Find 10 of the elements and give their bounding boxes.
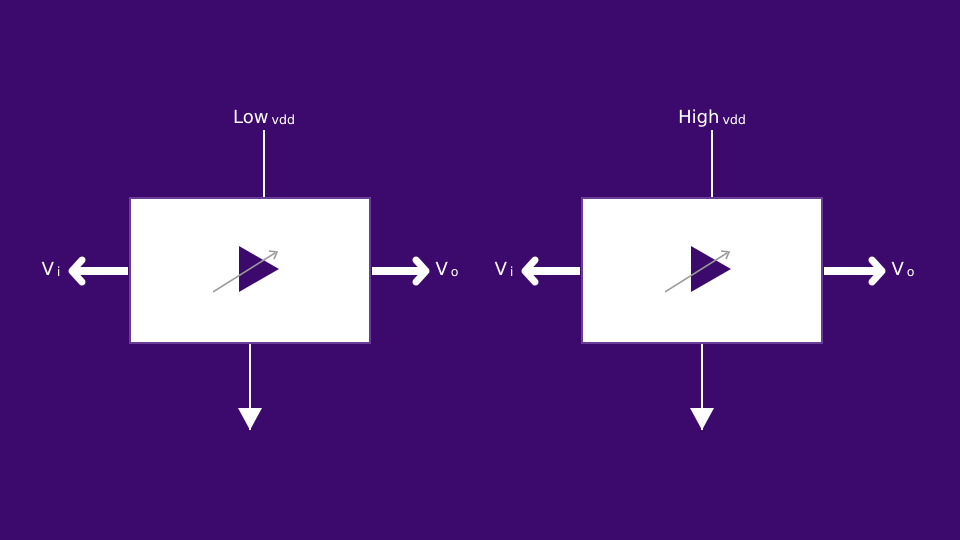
connector-line <box>263 130 265 197</box>
arrow <box>238 344 262 430</box>
amplifier-block <box>581 197 823 344</box>
arrow <box>372 256 430 286</box>
arrow <box>522 256 580 286</box>
arrow <box>824 256 886 286</box>
arrow <box>690 344 714 430</box>
amplifier-block <box>129 197 371 344</box>
connector-line <box>711 130 713 197</box>
arrow <box>68 256 128 286</box>
